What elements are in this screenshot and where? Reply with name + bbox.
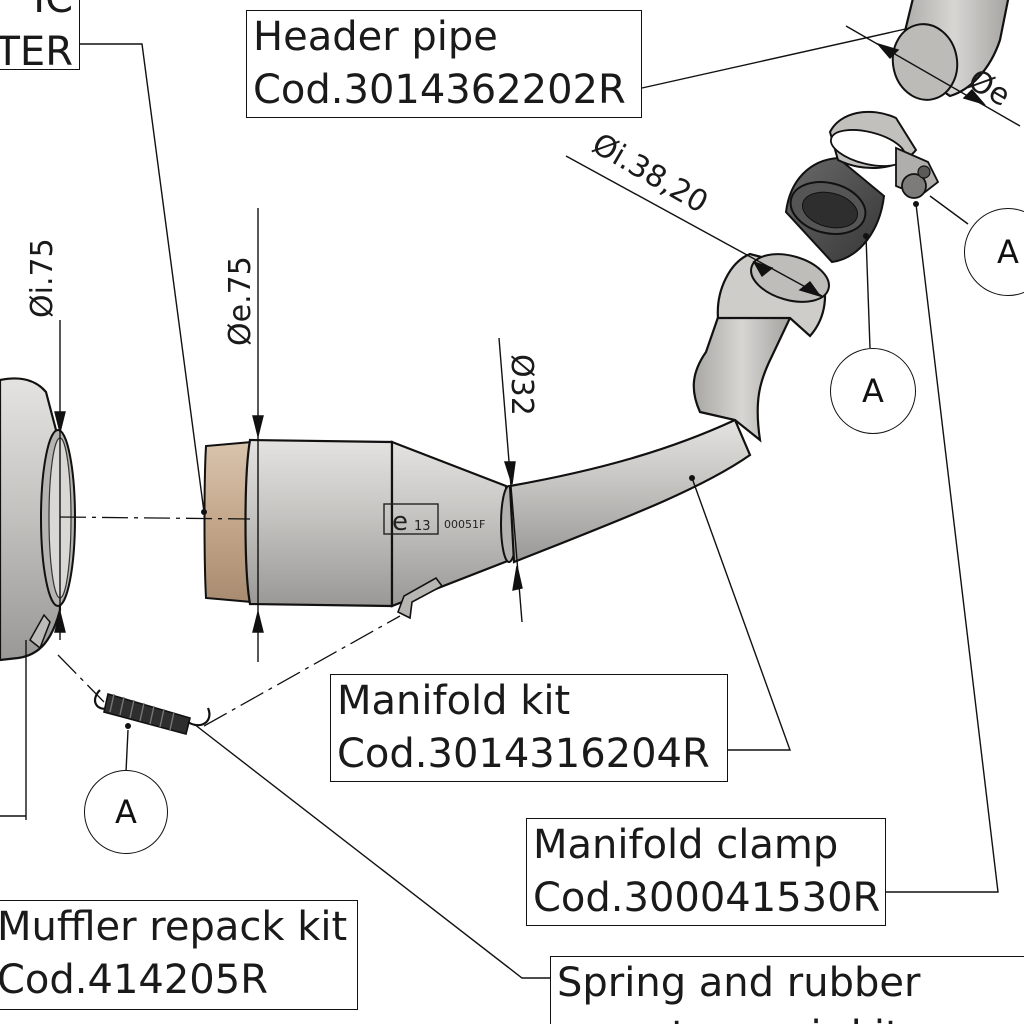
spring-rubber-name: Spring and rubber xyxy=(557,960,921,1006)
e-mark-sub: 13 xyxy=(414,519,431,534)
callout-a-spring: A xyxy=(84,770,168,854)
label-spring-rubber: Spring and rubber mounts repair kit xyxy=(550,956,1024,1024)
manifold-clamp-code: Cod.300041530R xyxy=(533,875,881,921)
muffler-repack-code: Cod.414205R xyxy=(0,957,268,1003)
dim-32: Ø32 xyxy=(504,354,539,416)
rubber-sleeve-part xyxy=(784,156,886,264)
callout-a-rubber: A xyxy=(830,348,916,434)
label-converter-fragment: IC RTER xyxy=(0,0,80,70)
dim-inner-75: Øi.75 xyxy=(25,238,60,318)
header-pipe-name: Header pipe xyxy=(253,14,498,60)
muffler-body xyxy=(0,377,76,662)
callout-letter: A xyxy=(115,793,137,831)
assembly-centerlines xyxy=(57,516,401,727)
callout-letter: A xyxy=(862,372,884,410)
converter-line-2: RTER xyxy=(0,29,73,70)
dimension-lines xyxy=(0,25,1021,820)
label-header-pipe: Header pipe Cod.3014362202R xyxy=(246,10,642,118)
callout-letter: A xyxy=(997,233,1019,271)
dim-outer-75: Øe.75 xyxy=(223,256,258,346)
leader-lines xyxy=(80,27,999,979)
manifold-clamp-part xyxy=(828,110,940,199)
spring-rubber-line-2: mounts repair kit xyxy=(557,1010,1018,1024)
manifold-clamp-name: Manifold clamp xyxy=(533,822,839,868)
label-muffler-repack-kit: Muffler repack kit Cod.414205R xyxy=(0,900,358,1010)
manifold-kit-code: Cod.3014316204R xyxy=(337,731,710,777)
label-manifold-clamp: Manifold clamp Cod.300041530R xyxy=(526,818,886,926)
dim-inner-3820: Øi.38,20 xyxy=(586,127,714,221)
homologation-code: 00051F xyxy=(444,518,485,531)
spring-part xyxy=(93,689,211,735)
manifold-kit-name: Manifold kit xyxy=(337,678,571,724)
manifold-kit-part: e 13 00051F xyxy=(203,252,830,620)
e-mark: e xyxy=(392,507,408,537)
leader-dots xyxy=(125,201,919,729)
label-manifold-kit: Manifold kit Cod.3014316204R xyxy=(330,674,728,782)
converter-line-1: IC xyxy=(0,0,73,26)
muffler-repack-name: Muffler repack kit xyxy=(0,904,348,950)
header-pipe-code: Cod.3014362202R xyxy=(253,67,626,113)
